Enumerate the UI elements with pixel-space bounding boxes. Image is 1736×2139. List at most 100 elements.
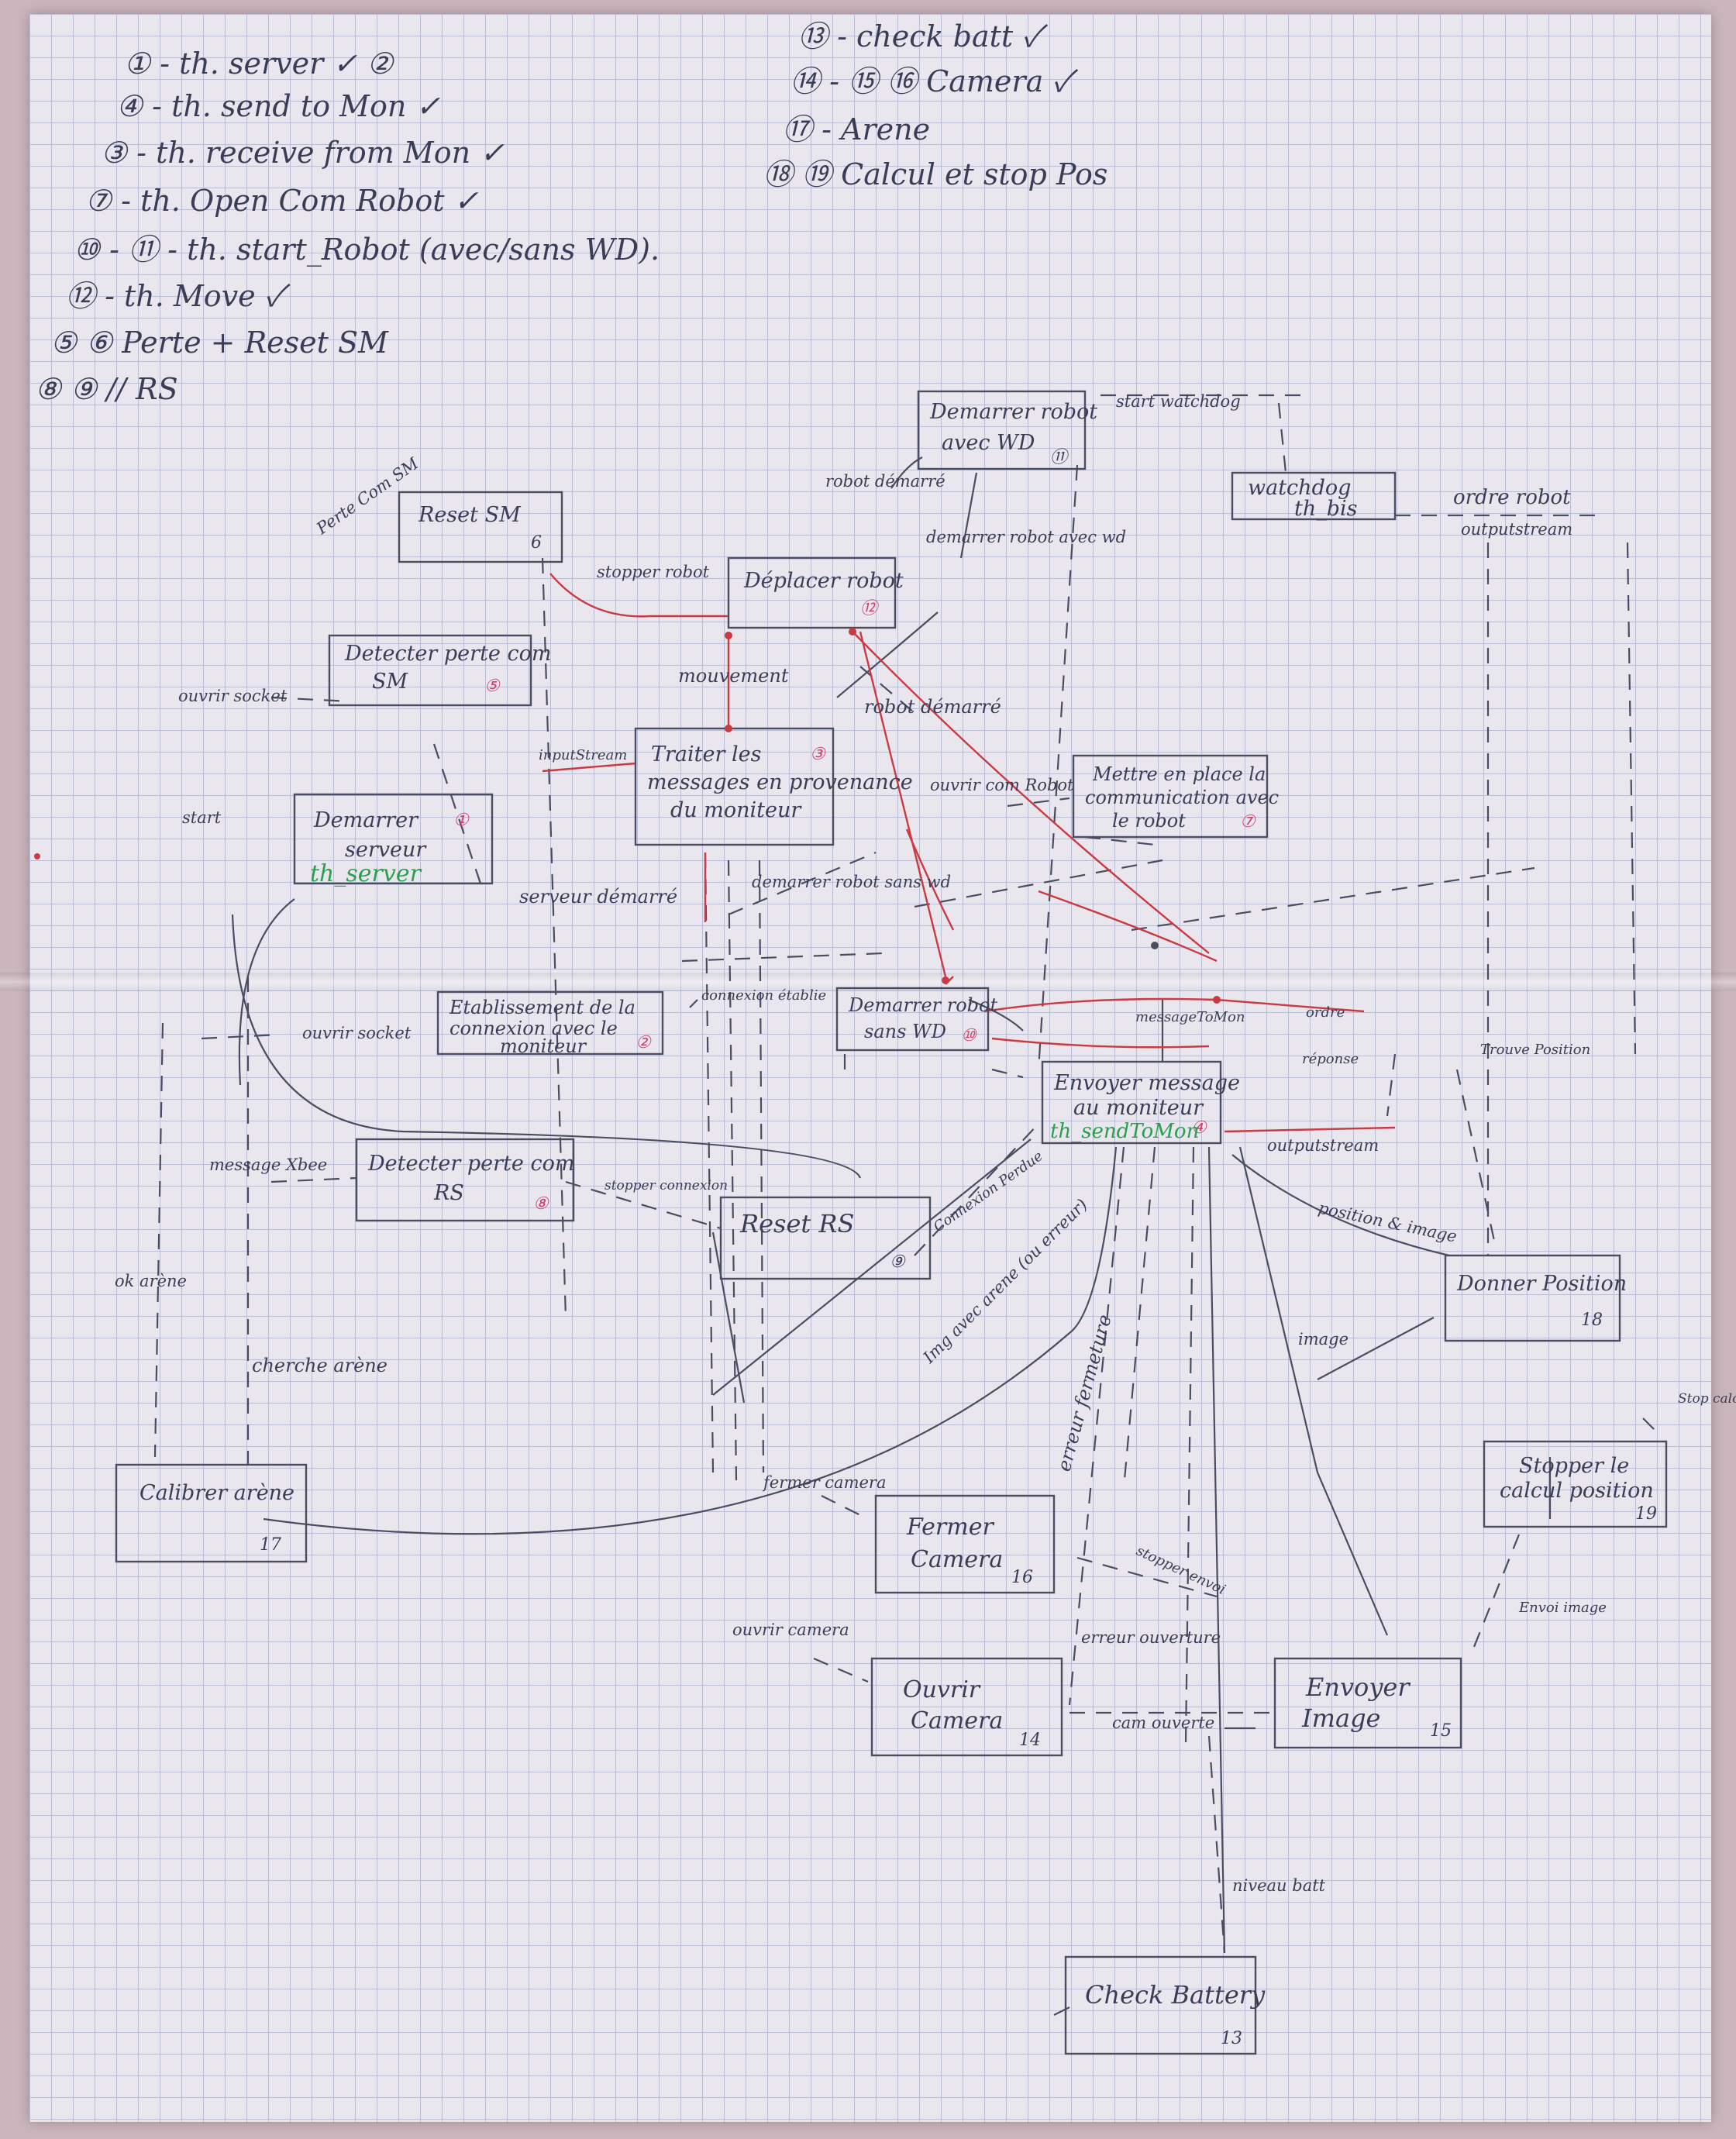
box-number: ① [453,811,470,830]
box-reset-rs: Reset RS ⑨ [719,1196,932,1280]
box-label: RS [433,1181,464,1205]
label-reponse: réponse [1302,1051,1359,1067]
box-envoyer-message: Envoyer message au moniteur ④ th_sendToM… [1041,1060,1240,1145]
label-niveau-batt: niveau batt [1232,1876,1326,1895]
th-sendtomon-note: th_sendToMon [1050,1120,1199,1143]
box-watchdog: watchdog th_bis [1231,471,1397,521]
box-etablissement-connexion: Etablissement de la connexion avec le mo… [436,990,664,1057]
box-check-battery: Check Battery 13 [1064,1955,1266,2055]
connectors [153,394,1659,2016]
box-number: 14 [1019,1731,1041,1750]
box-demarrer-robot-wd: Demarrer robot avec WD ⑪ [917,390,1097,470]
box-label: serveur [345,838,427,862]
box-label: Demarrer robot [929,400,1097,424]
th-server-note: th_server [310,860,422,887]
box-label: moniteur [500,1035,587,1057]
legend-item: ⑫ - th. Move ✓ [66,279,291,313]
box-number: 15 [1430,1721,1452,1741]
box-label: Envoyer message [1053,1071,1240,1095]
label-trouve-position: Trouve Position [1480,1042,1590,1058]
box-number: 16 [1011,1568,1033,1587]
box-label: Demarrer robot [848,994,997,1016]
label-robot-demarre: robot démarré [864,696,1001,718]
box-label: messages en provenance [647,770,913,794]
label-demarrer-robot-sans-wd: demarrer robot sans wd [752,873,951,891]
box-number: 6 [531,533,542,553]
box-label: le robot [1112,810,1186,832]
label-image: image [1298,1330,1348,1348]
box-label: avec WD [942,431,1035,455]
box-label: Ouvrir [903,1676,981,1703]
label-connexion-etablie: connexion établie [701,987,826,1004]
label-erreur-fermeture: erreur fermeture [1053,1312,1116,1473]
box-label: th_bis [1294,497,1358,521]
legend-item: ⑭ - ⑮ ⑯ Camera ✓ [790,64,1078,98]
box-label: Envoyer [1305,1672,1410,1702]
box-number: 18 [1581,1311,1603,1330]
box-number: ⑦ [1240,812,1256,832]
label-ordre: ordre [1306,1004,1345,1021]
box-label: Calibrer arène [140,1481,294,1505]
box-label: Etablissement de la [449,997,636,1018]
label-start: start [182,808,222,827]
label-stopper-envoi: stopper envoi [1134,1542,1228,1598]
box-number: 13 [1221,2029,1242,2048]
label-outputstream-top: outputstream [1461,520,1572,539]
label-cam-ouverte: cam ouverte [1112,1714,1214,1732]
box-number: 19 [1635,1504,1657,1524]
box-label: calcul position [1500,1479,1654,1503]
box-label: au moniteur [1073,1096,1204,1120]
legend-item: ⑦ - th. Open Com Robot ✓ [85,184,479,218]
box-label: Detecter perte com [344,642,551,666]
label-connexion-perdue: Connexion Perdue [931,1148,1046,1235]
box-label: Detecter perte com [367,1152,574,1176]
box-deplacer-robot: Déplacer robot ⑫ [727,556,904,629]
legend-item: ④ - th. send to Mon ✓ [116,89,440,123]
box-number: 17 [260,1535,281,1555]
box-label: Donner Position [1456,1272,1627,1296]
label-ouvrir-socket: ouvrir socket [302,1024,412,1042]
box-label: sans WD [864,1021,946,1042]
label-stopper-connexion: stopper connexion [604,1178,728,1194]
box-label: communication avec [1085,787,1279,808]
label-ouvrir-com-robot: ouvrir com Robot [930,776,1074,794]
box-number: ⑧ [533,1194,549,1214]
box-number: ⑩ [961,1026,977,1045]
box-label: Mettre en place la [1092,763,1266,785]
label-ouvrir-camera: ouvrir camera [732,1621,849,1639]
label-stopper-robot: stopper robot [597,563,710,581]
label-demarrer-robot-avec-wd: demarrer robot avec wd [926,528,1126,546]
box-number: ⑨ [890,1252,906,1272]
box-detecter-perte-rs: Detecter perte com RS ⑧ [355,1138,574,1222]
label-cherche-arene: cherche arène [252,1355,388,1376]
box-number: ② [636,1033,652,1052]
legend-left: ① - th. server ✓ ② ④ - th. send to Mon ✓… [35,46,660,406]
box-label: Stopper le [1519,1454,1629,1478]
legend-item: ⑧ ⑨ // RS [35,372,178,406]
label-message-to-mon: messageToMon [1135,1009,1245,1025]
box-number: ③ [810,745,826,764]
label-ouvrir-socket-sm: ouvrir socket [178,687,288,705]
label-mouvement: mouvement [678,665,789,687]
box-label: connexion avec le [450,1018,618,1039]
legend-item: ⑰ - Arene [783,112,930,146]
box-label: du moniteur [670,798,802,822]
paper-sheet [29,14,1711,2122]
label-message-xbee: message Xbee [209,1156,327,1174]
legend-item: ⑤ ⑥ Perte + Reset SM [50,326,389,360]
label-fermer-camera: fermer camera [762,1473,886,1492]
box-donner-position: Donner Position 18 [1444,1254,1627,1342]
box-label: Reset SM [418,503,522,527]
box-label: Camera [911,1707,1003,1734]
box-calibrer-arene: Calibrer arène 17 [115,1463,308,1563]
label-perte-com-sm: Perte Com SM [312,454,422,539]
label-envoi-image: Envoi image [1518,1600,1607,1616]
box-label: Check Battery [1085,1980,1266,2010]
label-robot-demarre-top: robot démarré [825,472,946,491]
box-demarrer-robot-sans-wd: Demarrer robot sans WD ⑩ [835,987,997,1052]
box-traiter-messages: Traiter les messages en provenance du mo… [634,727,913,846]
label-erreur-ouverture: erreur ouverture [1081,1628,1221,1647]
box-number: ⑪ [1050,448,1070,467]
box-label: Reset RS [739,1209,854,1238]
